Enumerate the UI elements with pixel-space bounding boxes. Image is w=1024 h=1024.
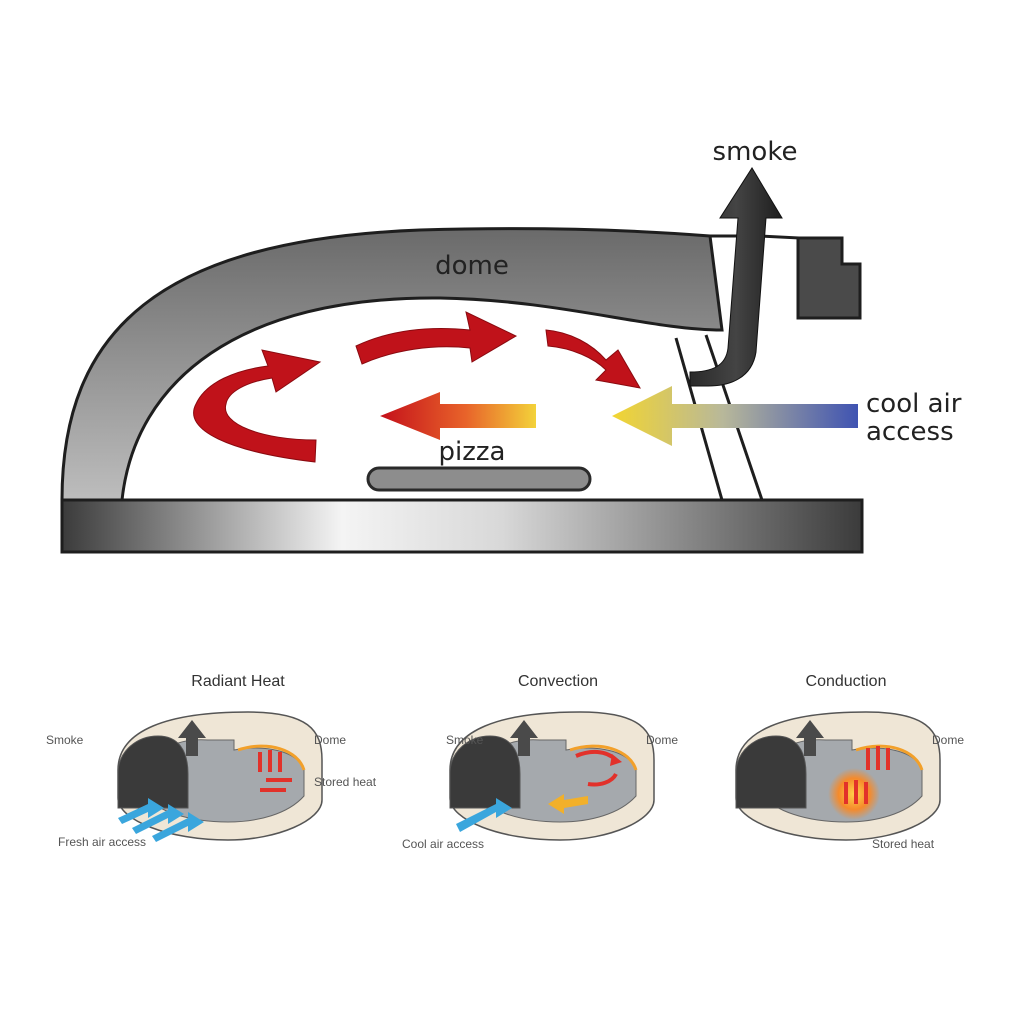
stored-heat-label: Stored heat <box>872 837 935 851</box>
mini-smoke-arrow <box>510 720 538 756</box>
mini-heat-rays <box>258 750 292 792</box>
panel-conduction: Conduction Dome Stored heat <box>735 673 964 851</box>
cool-air-label: Cool air access <box>402 837 484 851</box>
panel-title: Radiant Heat <box>191 673 285 690</box>
cool-air-arrow <box>612 386 858 446</box>
panel-title: Conduction <box>806 673 887 690</box>
pizza-shape <box>366 466 592 492</box>
mini-smoke-arrow <box>796 720 824 756</box>
mini-conduction-arrows <box>844 746 890 804</box>
mini-dome-orange <box>855 744 924 771</box>
heat-arrow-top-1 <box>355 311 518 365</box>
heat-arrow-top-2 <box>545 329 641 389</box>
dome-label: Dome <box>646 733 678 747</box>
mini-air-arrows <box>118 798 204 842</box>
smoke-label: Smoke <box>46 733 84 747</box>
panel-radiant-heat: Radiant Heat Smoke Dome Stored heat Fres… <box>46 673 377 849</box>
hot-air-arrow-left <box>380 392 536 440</box>
mini-dome-orange <box>569 744 638 771</box>
mini-air-arrows <box>456 798 512 832</box>
mini-door <box>449 735 521 809</box>
dome-shell <box>60 227 724 502</box>
mini-smoke-arrow <box>178 720 206 756</box>
main-oven-cross-section: smoke dome pizza cool air access <box>60 137 962 554</box>
dome-label: Dome <box>932 733 964 747</box>
smoke-arrow <box>689 167 783 387</box>
panel-title: Convection <box>518 673 598 690</box>
mini-convection-arrows <box>548 749 622 814</box>
heat-arrow-curve <box>193 349 322 463</box>
mini-dome-orange <box>237 744 306 771</box>
pizza-label: pizza <box>439 437 506 467</box>
stored-heat-label: Stored heat <box>314 775 377 789</box>
cool-air-label-line-1: cool air <box>866 389 962 419</box>
smoke-label: smoke <box>713 137 798 167</box>
oven-floor <box>60 498 864 554</box>
smoke-label: Smoke <box>446 733 484 747</box>
panel-convection: Convection Smoke Dome Cool air access <box>402 673 678 851</box>
cool-air-label-line-2: access <box>866 417 954 447</box>
heat-arrows <box>193 311 641 463</box>
fresh-air-label: Fresh air access <box>58 835 146 849</box>
mini-door <box>117 735 189 809</box>
mini-door <box>735 735 807 809</box>
dome-label: Dome <box>314 733 346 747</box>
dome-label: dome <box>435 251 509 281</box>
chimney-block <box>796 236 862 320</box>
